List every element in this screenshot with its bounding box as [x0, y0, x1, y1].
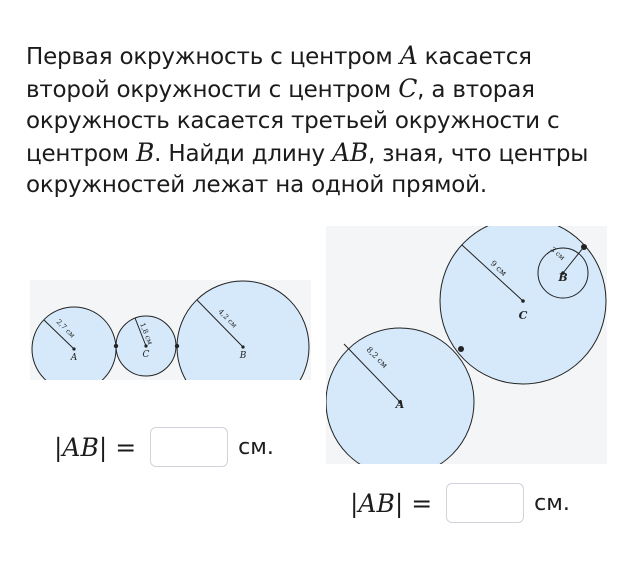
radius-a	[43, 319, 75, 350]
answer-input-2[interactable]	[446, 483, 525, 523]
radius-a	[343, 343, 401, 403]
var-ab: AB	[332, 138, 369, 167]
center-c	[521, 299, 525, 303]
task-part: , зная, что центры окружностей лежат на …	[26, 141, 589, 198]
equation-lhs: |AB| =	[54, 432, 137, 462]
center-a	[398, 400, 402, 404]
task-part: , а вторая окружность касается третьей о…	[26, 77, 560, 167]
unit-label: см.	[238, 434, 274, 460]
radius-b	[562, 247, 584, 274]
label-a: A	[395, 398, 405, 411]
var-b: B	[135, 138, 155, 167]
figure-three-circles-svg: 2,7 см 1,8 см 4,2 см A C B	[31, 280, 310, 414]
tangent-point	[174, 343, 180, 349]
task-part: . Найди длину	[154, 141, 332, 167]
task-text: Первая окружность с центром A касается в…	[26, 40, 616, 201]
unit-label: см.	[534, 490, 570, 516]
figure-nested-circles-svg: 8,2 см 9 см 3 см A C B	[325, 217, 607, 477]
answer-row-2: |AB| = см.	[350, 483, 570, 523]
var-c: C	[398, 74, 418, 103]
radius-c	[461, 244, 524, 302]
answer-row-1: |AB| = см.	[54, 427, 274, 467]
figure-three-circles: 2,7 см 1,8 см 4,2 см A C B	[30, 280, 311, 414]
task-part: Первая окружность с центром	[26, 44, 400, 70]
radius-b	[196, 299, 244, 348]
task-part: касается второй окружности с центром	[26, 44, 532, 103]
circle-a	[31, 306, 117, 392]
tangent-point	[113, 343, 119, 349]
tangent-point	[581, 244, 587, 250]
label-b: B	[239, 351, 247, 361]
center-b	[241, 345, 245, 349]
answer-input-1[interactable]	[150, 427, 229, 467]
tangent-point	[458, 346, 464, 352]
var-a: A	[399, 41, 418, 70]
center-c	[144, 344, 148, 348]
center-b	[561, 271, 565, 275]
radius-c	[134, 317, 147, 347]
equation-lhs: |AB| =	[350, 488, 433, 518]
center-a	[72, 347, 76, 351]
label-b: B	[557, 271, 567, 284]
figure-nested-circles: 8,2 см 9 см 3 см A C B	[325, 217, 607, 477]
label-a: A	[70, 353, 78, 363]
label-c: C	[143, 350, 150, 360]
circle-b	[176, 280, 310, 414]
label-c: C	[519, 309, 528, 322]
